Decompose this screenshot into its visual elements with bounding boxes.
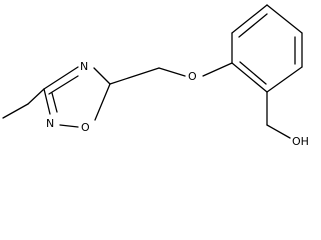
bond-n4-c5 bbox=[93, 67, 111, 85]
atom-o-ring: O bbox=[81, 121, 90, 134]
bond-ring-inner-3 bbox=[239, 61, 267, 85]
molecule-diagram: N O N O OH bbox=[2, 4, 309, 148]
bond-ch2-o bbox=[158, 67, 186, 77]
atom-o-ether: O bbox=[188, 70, 197, 83]
structure-drawing: N O N O OH bbox=[2, 4, 309, 148]
bond-c3-n4-double bbox=[43, 66, 79, 90]
bond-c3-n4-inner bbox=[48, 75, 79, 95]
bond-ch2-oh bbox=[266, 124, 291, 139]
bond-c5-ch2 bbox=[109, 67, 160, 85]
bond-ethyl-ch2 bbox=[27, 88, 45, 105]
bond-n2-c3-inner bbox=[51, 92, 58, 113]
atom-oh: OH bbox=[292, 135, 309, 148]
bond-o1-n2 bbox=[59, 124, 79, 128]
bond-c5-o1 bbox=[94, 83, 111, 121]
atom-n-upper: N bbox=[80, 60, 88, 73]
bond-ring-f bbox=[231, 62, 268, 93]
bond-n2-c3 bbox=[43, 88, 51, 115]
bond-ethyl-ch3 bbox=[2, 103, 29, 119]
bond-ring-e bbox=[266, 66, 303, 93]
atom-n-lower: N bbox=[46, 117, 54, 130]
bond-ring-b bbox=[231, 4, 268, 34]
bond-ring-inner-1 bbox=[238, 13, 268, 38]
bond-o-aryl bbox=[202, 62, 233, 77]
bond-ring-c bbox=[266, 4, 303, 34]
